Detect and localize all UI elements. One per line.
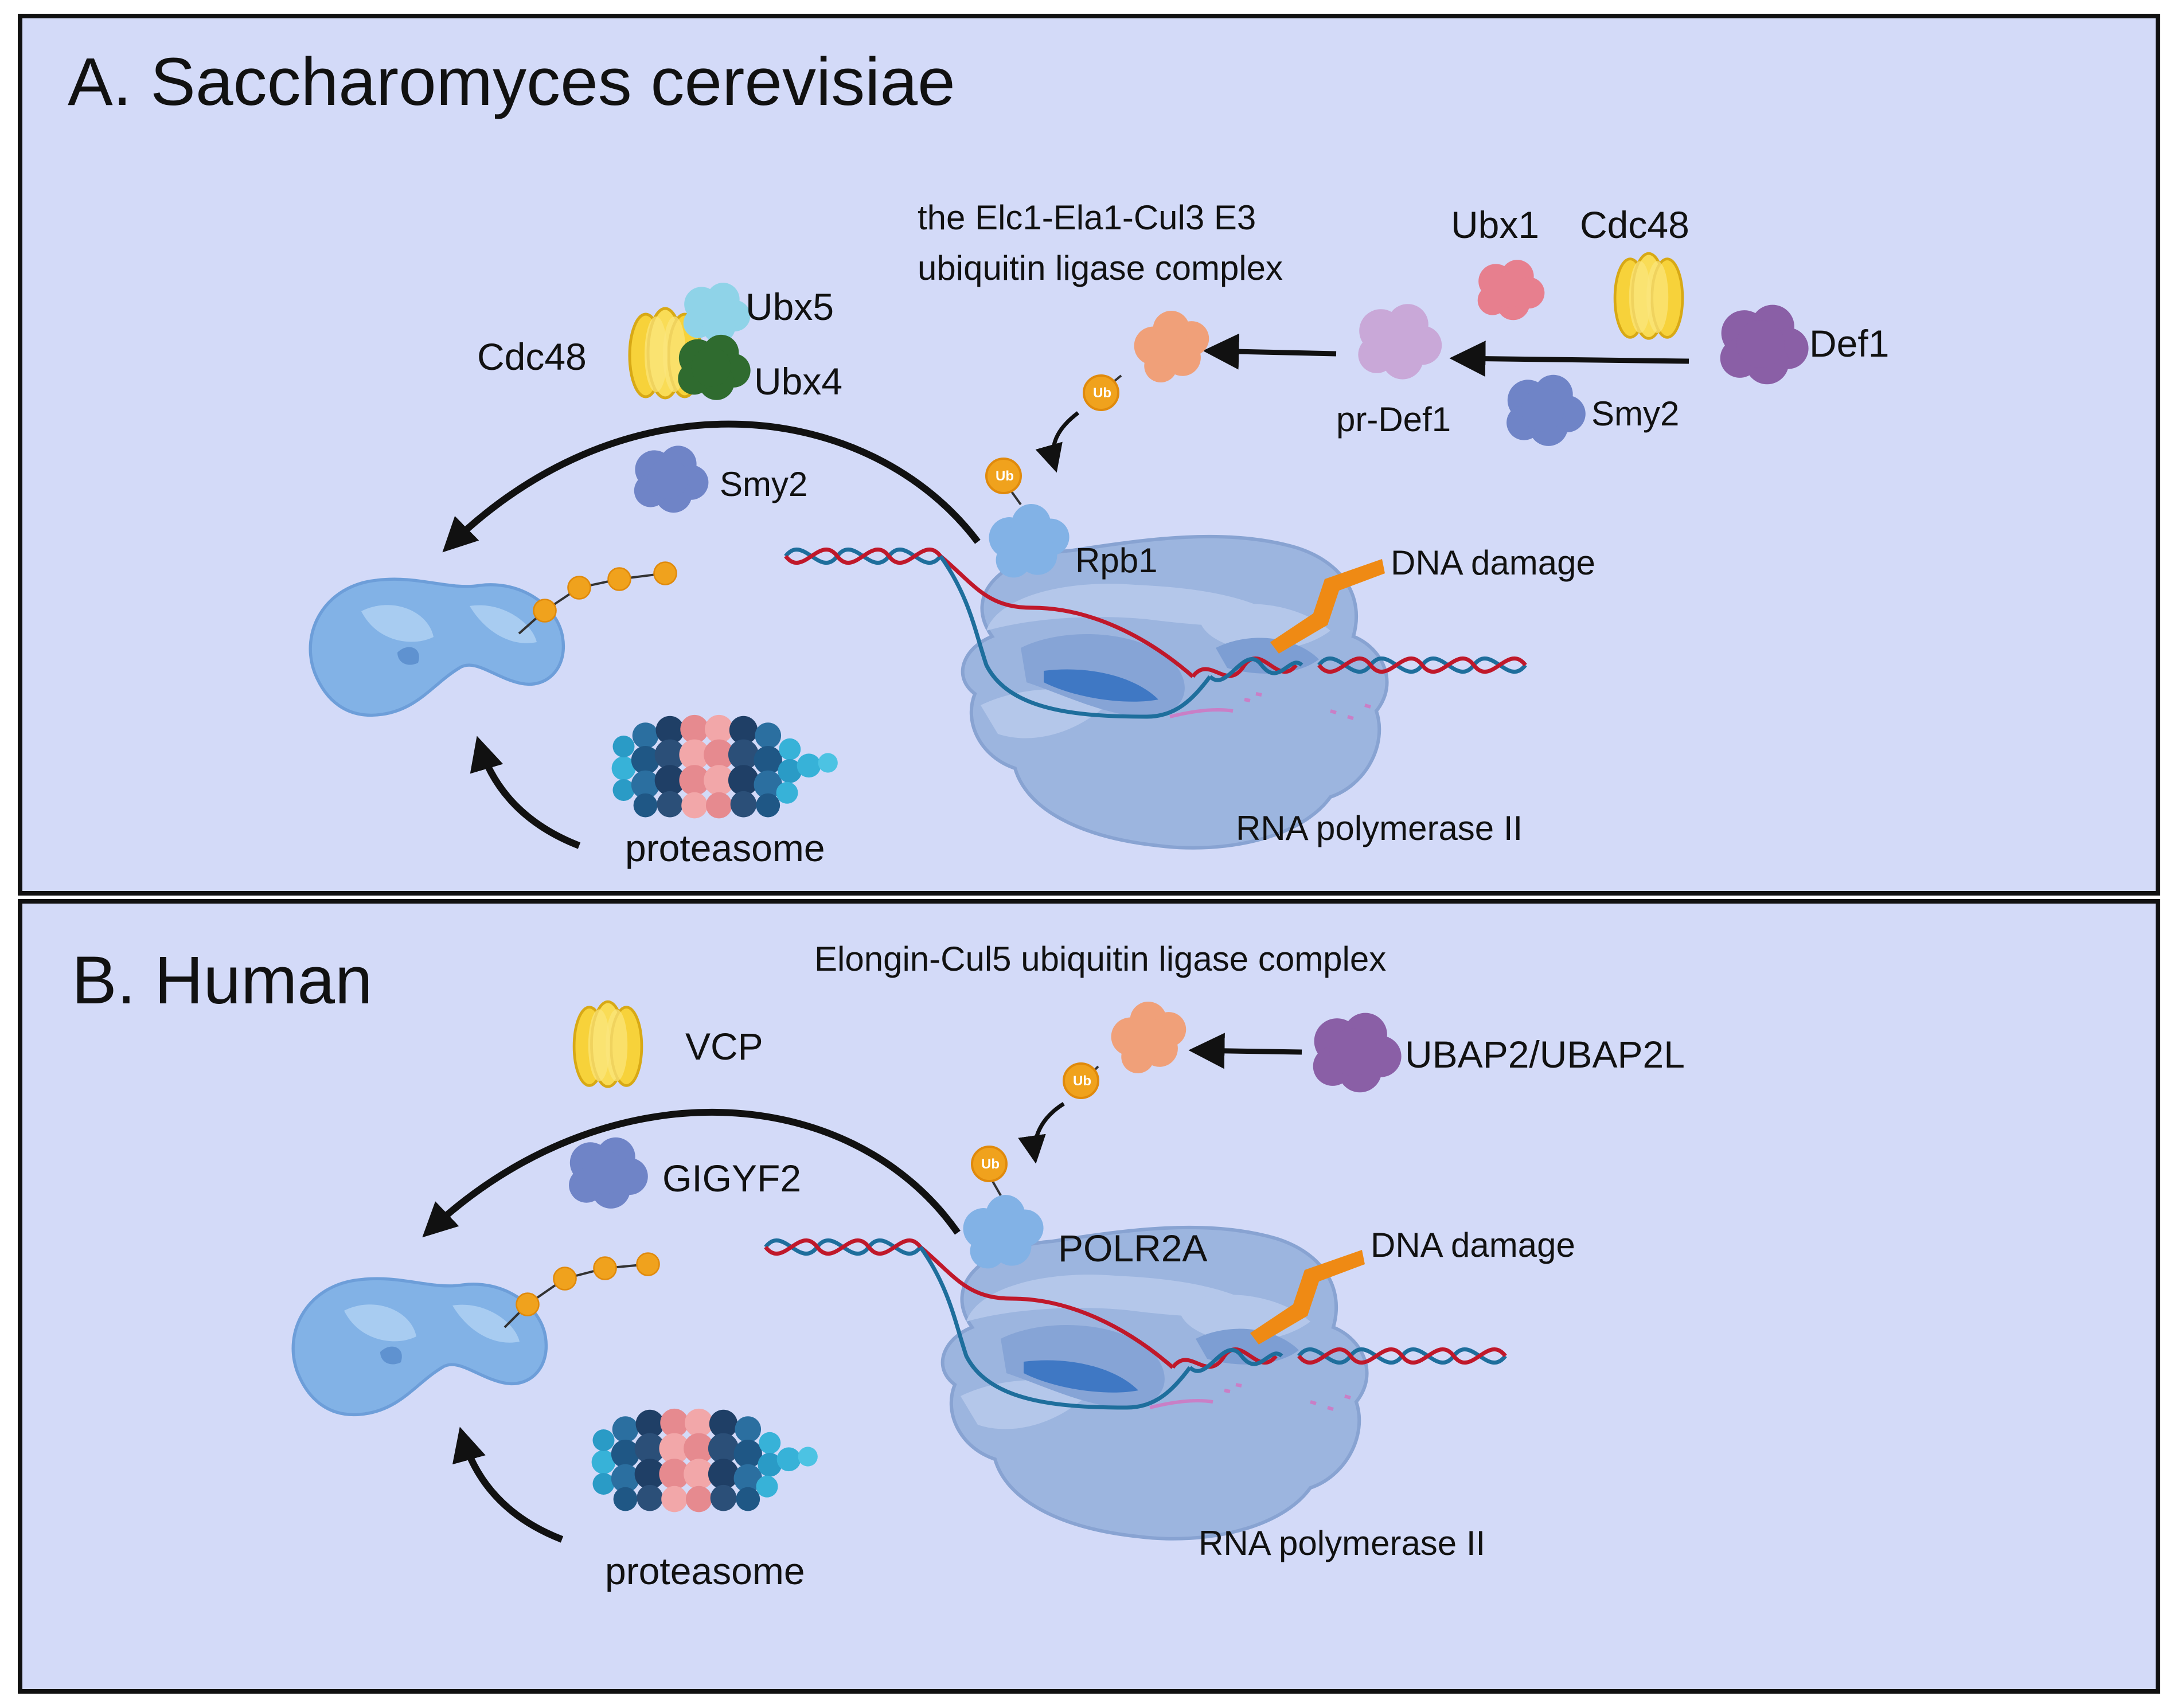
arrow-ub-to-polr2a [1018, 1102, 1065, 1164]
ubap-label: UBAP2/UBAP2L [1405, 1033, 1685, 1076]
smy2-left-label: Smy2 [720, 465, 807, 503]
arrow-def1-to-prdef1 [1449, 341, 1689, 377]
dna-damage-a-icon [1270, 559, 1385, 654]
svg-text:Ub: Ub [1093, 385, 1111, 401]
rpb1-label: Rpb1 [1075, 541, 1157, 580]
arrow-ub-to-rpb1 [1035, 411, 1080, 473]
cdc48-left-label: Cdc48 [477, 335, 587, 378]
smy2-right-label: Smy2 [1591, 394, 1679, 433]
e3-complex-label-line2: ubiquitin ligase complex [918, 249, 1283, 287]
ubx5-label: Ubx5 [746, 286, 834, 328]
svg-text:Ub: Ub [1073, 1073, 1091, 1089]
gigyf2-label: GIGYF2 [662, 1157, 801, 1199]
e3-complex-label-line1: the Elc1-Ela1-Cul3 E3 [918, 198, 1256, 237]
arrow-proteasome-to-protein-a [470, 736, 581, 849]
polyubiquitin-chain-b [504, 1252, 660, 1328]
def1-label: Def1 [1809, 322, 1889, 365]
arrow-ubap-to-e3 [1188, 1033, 1302, 1069]
polyubiquitin-chain [518, 561, 677, 635]
arrow-proteasome-to-protein-b [452, 1426, 564, 1543]
dna-damage-b-label: DNA damage [1371, 1226, 1575, 1264]
proteasome-b-label: proteasome [605, 1550, 805, 1592]
cdc48-right-label: Cdc48 [1580, 204, 1689, 246]
rna-pol-b-label: RNA polymerase II [1199, 1524, 1485, 1562]
rpb1-ubiquitin-icon: Ub [985, 458, 1022, 494]
panel-a-title: A. Saccharomyces cerevisiae [68, 44, 955, 120]
dna-damage-b-icon [1250, 1250, 1365, 1344]
pr-def1-label: pr-Def1 [1336, 400, 1451, 439]
dna-b-icon [764, 1238, 1507, 1411]
elongin-ubiquitin-icon: Ub [1063, 1062, 1099, 1099]
vcp-icon [574, 1002, 642, 1086]
dna-a-icon [784, 548, 1527, 720]
elongin-complex-label: Elongin-Cul5 ubiquitin ligase complex [814, 940, 1386, 978]
vcp-label: VCP [685, 1025, 763, 1068]
panel-b-title: B. Human [72, 943, 373, 1018]
polr2a-label: POLR2A [1058, 1227, 1207, 1269]
arrow-rpb1-to-degradation [442, 420, 981, 553]
proteasome-a-label: proteasome [625, 827, 825, 869]
svg-text:Ub: Ub [996, 468, 1014, 484]
dna-damage-a-label: DNA damage [1391, 544, 1595, 582]
ubiquitin-icon: Ub [1083, 374, 1119, 411]
svg-text:Ub: Ub [981, 1156, 1000, 1172]
ubx1-label: Ubx1 [1451, 204, 1539, 246]
polr2a-ubiquitin-icon: Ub [971, 1146, 1008, 1182]
cdc48-right-icon [1615, 253, 1683, 338]
arrow-prdef1-to-e3 [1203, 333, 1337, 370]
arrow-polr2a-to-degradation [422, 1108, 961, 1238]
rna-pol-a-label: RNA polymerase II [1236, 809, 1523, 847]
ubx4-label: Ubx4 [754, 360, 842, 402]
